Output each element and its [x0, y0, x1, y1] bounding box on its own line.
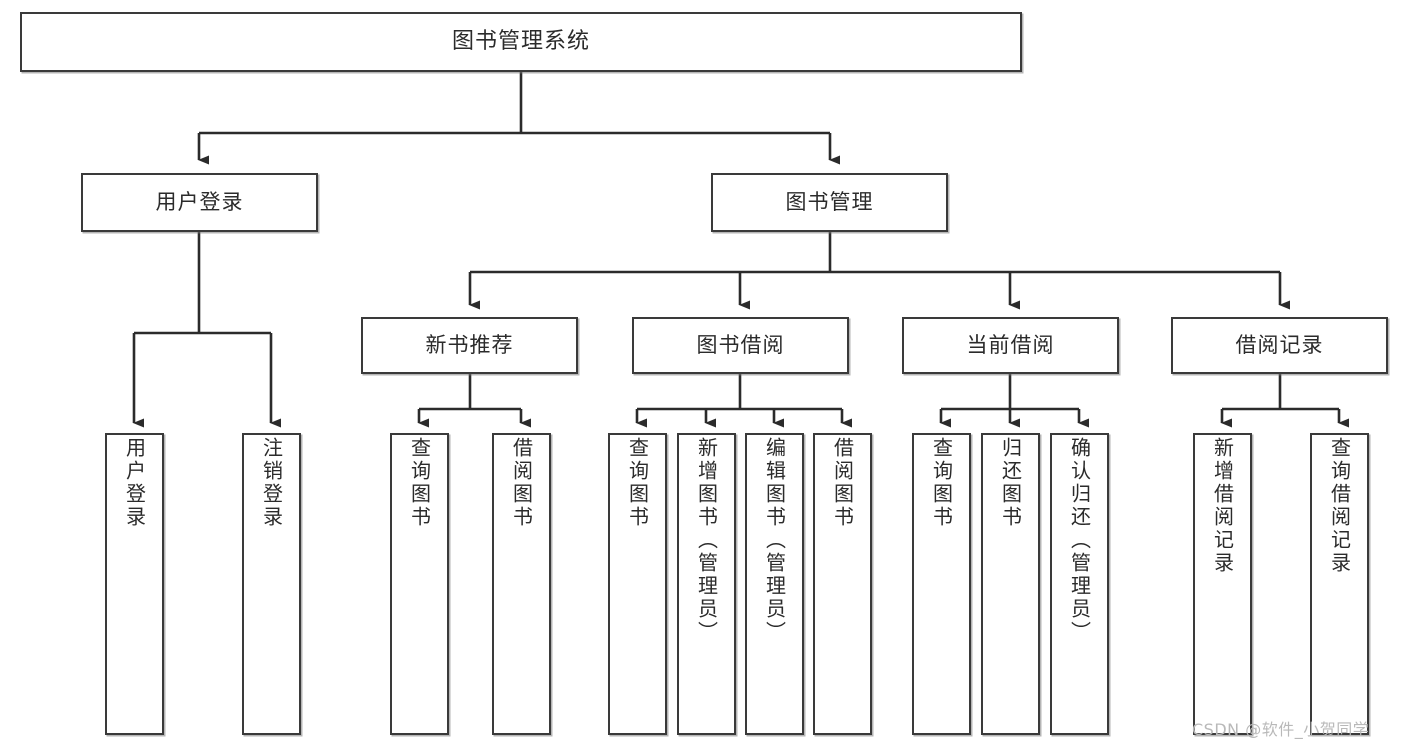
node-new-book-rec[interactable]: 新书推荐 — [361, 317, 578, 374]
node-borrow-record[interactable]: 借阅记录 — [1171, 317, 1388, 374]
node-user-login[interactable]: 用户登录 — [81, 173, 318, 232]
node-leaf-add-record[interactable]: 新增借阅记录 — [1193, 433, 1252, 735]
node-leaf-logout-login-label: 注销登录 — [259, 437, 284, 529]
node-leaf-logout-login[interactable]: 注销登录 — [242, 433, 301, 735]
csdn-watermark: CSDN @软件_小贺同学 — [1192, 720, 1370, 739]
node-new-book-rec-label: 新书推荐 — [425, 332, 514, 357]
node-leaf-return-book[interactable]: 归还图书 — [981, 433, 1040, 735]
node-leaf-query-book-1[interactable]: 查询图书 — [390, 433, 449, 735]
node-leaf-add-book-label: 新增图书（管理员） — [694, 437, 719, 644]
node-leaf-query-book-2-label: 查询图书 — [625, 437, 650, 529]
node-leaf-query-book-2[interactable]: 查询图书 — [608, 433, 667, 735]
node-leaf-confirm-return-label: 确认归还（管理员） — [1067, 437, 1092, 644]
node-leaf-query-book-3-label: 查询图书 — [929, 437, 954, 529]
node-root[interactable]: 图书管理系统 — [20, 12, 1022, 72]
node-leaf-return-book-label: 归还图书 — [998, 437, 1023, 529]
node-leaf-edit-book-label: 编辑图书（管理员） — [762, 437, 787, 644]
node-leaf-borrow-book-2[interactable]: 借阅图书 — [813, 433, 872, 735]
node-current-borrow-label: 当前借阅 — [966, 332, 1055, 357]
node-book-borrow[interactable]: 图书借阅 — [632, 317, 849, 374]
node-leaf-query-record-label: 查询借阅记录 — [1327, 437, 1352, 575]
node-user-login-label: 用户登录 — [155, 189, 244, 214]
node-leaf-query-book-1-label: 查询图书 — [407, 437, 432, 529]
node-leaf-add-record-label: 新增借阅记录 — [1210, 437, 1235, 575]
node-leaf-query-record[interactable]: 查询借阅记录 — [1310, 433, 1369, 735]
node-leaf-borrow-book-2-label: 借阅图书 — [830, 437, 855, 529]
node-book-manage[interactable]: 图书管理 — [711, 173, 948, 232]
node-leaf-query-book-3[interactable]: 查询图书 — [912, 433, 971, 735]
node-leaf-edit-book[interactable]: 编辑图书（管理员） — [745, 433, 804, 735]
node-book-manage-label: 图书管理 — [785, 189, 874, 214]
node-leaf-user-login[interactable]: 用户登录 — [105, 433, 164, 735]
node-leaf-add-book[interactable]: 新增图书（管理员） — [677, 433, 736, 735]
node-current-borrow[interactable]: 当前借阅 — [902, 317, 1119, 374]
node-root-label: 图书管理系统 — [451, 28, 590, 54]
node-leaf-borrow-book-1-label: 借阅图书 — [509, 437, 534, 529]
node-leaf-user-login-label: 用户登录 — [122, 437, 147, 529]
node-borrow-record-label: 借阅记录 — [1235, 332, 1324, 357]
node-leaf-borrow-book-1[interactable]: 借阅图书 — [492, 433, 551, 735]
node-leaf-confirm-return[interactable]: 确认归还（管理员） — [1050, 433, 1109, 735]
node-book-borrow-label: 图书借阅 — [696, 332, 785, 357]
